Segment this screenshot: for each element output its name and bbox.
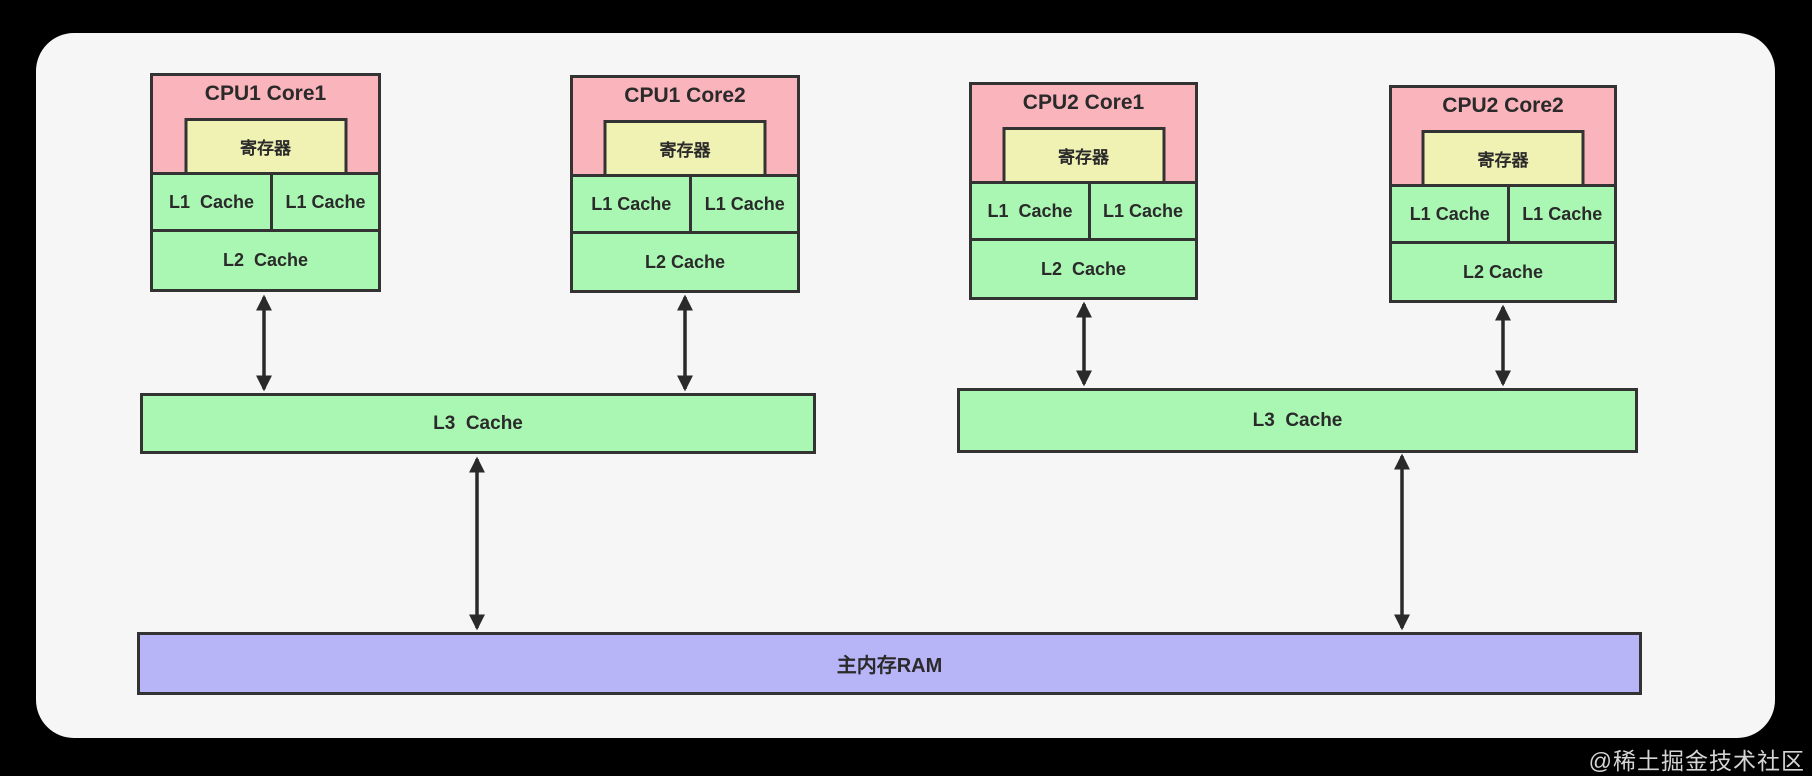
l1-cache-cell: L1 Cache (1087, 184, 1195, 238)
l3-cache-bar-right: L3 Cache (957, 388, 1638, 453)
register-box: 寄存器 (1002, 127, 1165, 181)
core-block-cpu1-core2: CPU1 Core2 寄存器 L1 Cache L1 Cache L2 Cach… (570, 75, 800, 293)
l3-cache-bar-left: L3 Cache (140, 393, 816, 454)
l1-cache-cell: L1 Cache (689, 177, 797, 231)
l1-cache-row: L1 Cache L1 Cache (573, 174, 797, 231)
core-title: CPU2 Core2 (1442, 94, 1564, 117)
core-title: CPU2 Core1 (1022, 91, 1145, 114)
watermark-text: @稀土掘金技术社区 (1588, 748, 1805, 774)
l1-cache-row: L1 Cache L1 Cache (972, 181, 1195, 238)
l1-cache-row: L1 Cache L1 Cache (153, 172, 378, 229)
l1-cache-row: L1 Cache L1 Cache (1392, 184, 1614, 241)
l2-cache-bar: L2 Cache (573, 231, 797, 290)
register-box: 寄存器 (603, 120, 767, 174)
core-header: CPU2 Core1 寄存器 (972, 85, 1195, 181)
l1-cache-cell: L1 Cache (270, 175, 378, 229)
l1-cache-cell: L1 Cache (987, 200, 1073, 221)
core-header: CPU1 Core2 寄存器 (573, 78, 797, 174)
core-block-cpu2-core2: CPU2 Core2 寄存器 L1 Cache L1 Cache L2 Cach… (1389, 85, 1617, 303)
core-header: CPU2 Core2 寄存器 (1392, 88, 1614, 184)
l1-cache-cell: L1 Cache (591, 193, 672, 214)
l1-cache-cell: L1 Cache (1507, 187, 1614, 241)
l1-cache-cell: L1 Cache (168, 191, 255, 212)
core-block-cpu2-core1: CPU2 Core1 寄存器 L1 Cache L1 Cache L2 Cach… (969, 82, 1198, 300)
l2-cache-bar: L2 Cache (972, 238, 1195, 297)
l2-cache-bar: L2 Cache (1392, 241, 1614, 300)
l1-cache-cell: L1 Cache (1409, 203, 1490, 224)
core-title: CPU1 Core1 (204, 82, 327, 105)
core-header: CPU1 Core1 寄存器 (153, 76, 378, 172)
main-memory-ram-bar: 主内存RAM (137, 632, 1642, 695)
register-box: 寄存器 (1421, 130, 1585, 184)
l2-cache-bar: L2 Cache (153, 229, 378, 289)
core-title: CPU1 Core2 (624, 84, 746, 107)
register-box: 寄存器 (184, 118, 347, 172)
core-block-cpu1-core1: CPU1 Core1 寄存器 L1 Cache L1 Cache L2 Cach… (150, 73, 381, 292)
